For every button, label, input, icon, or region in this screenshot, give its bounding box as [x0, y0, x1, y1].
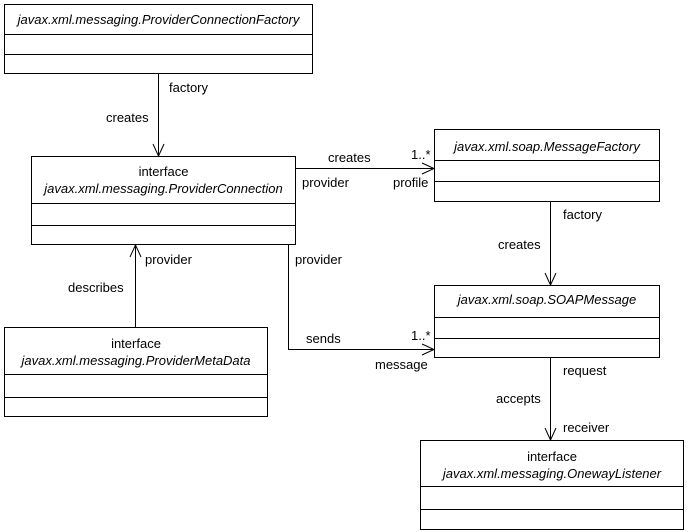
class-provider-connection-factory[interactable]: javax.xml.messaging.ProviderConnectionFa…	[4, 4, 313, 74]
association-name: creates	[328, 150, 371, 165]
class-name: javax.xml.messaging.ProviderConnectionFa…	[17, 12, 300, 27]
attributes-compartment	[32, 203, 295, 225]
attributes-compartment	[421, 486, 683, 509]
class-name: javax.xml.messaging.ProviderConnection	[44, 181, 283, 196]
role-label: message	[375, 357, 428, 372]
role-label: receiver	[563, 420, 610, 435]
class-name-compartment: javax.xml.soap.SOAPMessage	[435, 286, 659, 317]
class-stereotype: interface	[138, 164, 189, 179]
operations-compartment	[435, 338, 659, 357]
operations-compartment	[5, 397, 267, 416]
role-label: factory	[563, 207, 603, 222]
class-name-compartment: interface javax.xml.messaging.ProviderCo…	[32, 157, 295, 203]
association-name: creates	[106, 110, 149, 125]
class-name: javax.xml.soap.MessageFactory	[454, 139, 640, 154]
class-soap-message[interactable]: javax.xml.soap.SOAPMessage	[434, 285, 660, 358]
class-provider-meta-data[interactable]: interface javax.xml.messaging.ProviderMe…	[4, 327, 268, 417]
sends-line	[288, 245, 434, 350]
class-name-compartment: javax.xml.messaging.ProviderConnectionFa…	[5, 5, 312, 34]
association-name: creates	[498, 237, 541, 252]
attributes-compartment	[435, 160, 659, 181]
attributes-compartment	[435, 317, 659, 338]
class-provider-connection[interactable]: interface javax.xml.messaging.ProviderCo…	[31, 156, 296, 245]
attributes-compartment	[5, 374, 267, 397]
class-name: javax.xml.messaging.ProviderMetaData	[21, 353, 251, 368]
association-name: describes	[68, 280, 124, 295]
operations-compartment	[5, 54, 312, 73]
class-oneway-listener[interactable]: interface javax.xml.messaging.OnewayList…	[420, 440, 684, 530]
multiplicity-label: 1..*	[411, 328, 431, 343]
role-label: profile	[393, 175, 429, 190]
role-label: provider	[302, 175, 349, 190]
class-name: javax.xml.messaging.OnewayListener	[442, 466, 662, 481]
class-stereotype: interface	[111, 336, 161, 351]
class-stereotype: interface	[527, 449, 577, 464]
role-label: provider	[295, 252, 342, 267]
role-label: factory	[169, 80, 209, 95]
operations-compartment	[435, 181, 659, 201]
class-name-compartment: interface javax.xml.messaging.OnewayList…	[421, 441, 683, 486]
role-label: request	[563, 363, 607, 378]
association-name: sends	[306, 331, 341, 346]
class-name-compartment: interface javax.xml.messaging.ProviderMe…	[5, 328, 267, 374]
class-message-factory[interactable]: javax.xml.soap.MessageFactory	[434, 129, 660, 202]
operations-compartment	[421, 509, 683, 529]
role-label: provider	[145, 252, 192, 267]
arrowhead-icon	[129, 243, 142, 258]
multiplicity-label: 1..*	[411, 147, 431, 162]
attributes-compartment	[5, 34, 312, 54]
class-name-compartment: javax.xml.soap.MessageFactory	[435, 130, 659, 160]
class-name: javax.xml.soap.SOAPMessage	[457, 292, 637, 307]
operations-compartment	[32, 225, 295, 244]
association-name: accepts	[496, 391, 541, 406]
